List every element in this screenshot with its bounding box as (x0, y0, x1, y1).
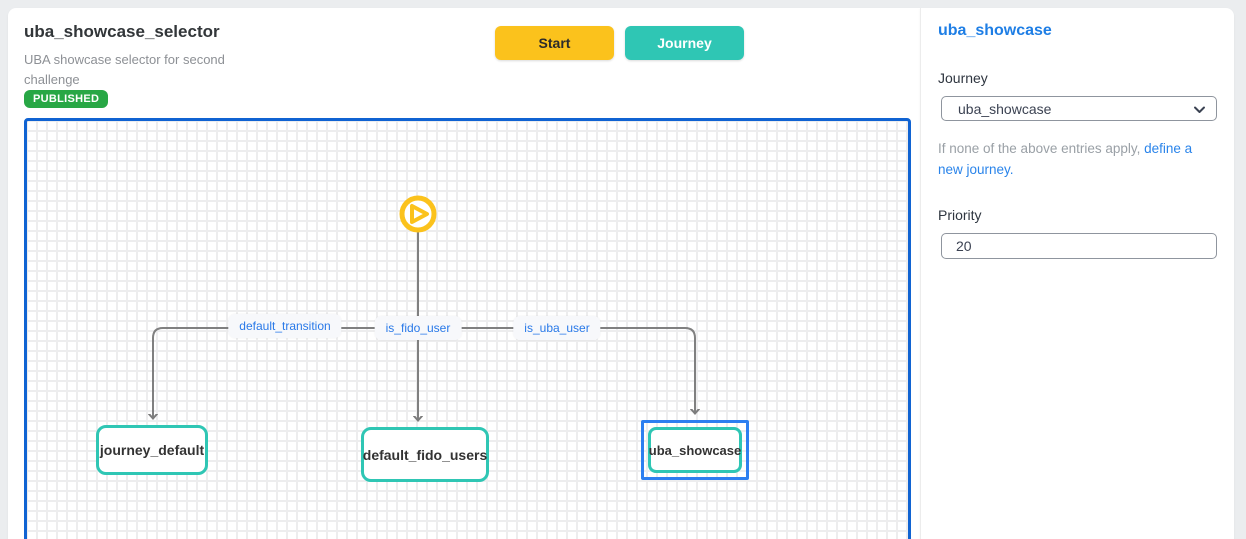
journey-help-text: If none of the above entries apply, defi… (938, 138, 1218, 180)
flow-canvas[interactable]: default_transition is_fido_user is_uba_u… (24, 118, 911, 539)
published-badge: PUBLISHED (24, 90, 109, 108)
chevron-down-icon (1193, 103, 1206, 119)
node-selection-box[interactable]: uba_showcase (641, 420, 749, 480)
journey-button[interactable]: Journey (625, 26, 744, 60)
edge-label-default-transition[interactable]: default_transition (228, 314, 342, 338)
node-journey-default[interactable]: journey_default (96, 425, 208, 475)
priority-input[interactable] (941, 233, 1217, 259)
journey-select[interactable]: uba_showcase (941, 96, 1217, 121)
details-panel: uba_showcase Journey uba_showcase If non… (920, 8, 1234, 539)
page-subtitle: UBA showcase selector for second challen… (24, 52, 225, 87)
panel-title: uba_showcase (938, 22, 1052, 39)
start-play-icon (399, 195, 437, 233)
define-new-journey-link[interactable]: define a new journey. (938, 141, 1193, 177)
node-uba-showcase[interactable]: uba_showcase (648, 427, 742, 473)
journey-field-label: Journey (938, 70, 988, 86)
priority-field-label: Priority (938, 207, 982, 223)
flow-edges (27, 195, 908, 539)
start-button[interactable]: Start (495, 26, 614, 60)
help-text-static: If none of the above entries apply, (938, 141, 1145, 156)
journey-select-value: uba_showcase (958, 100, 1052, 117)
edge-label-is-uba-user[interactable]: is_uba_user (513, 316, 601, 340)
node-default-fido-users[interactable]: default_fido_users (361, 427, 489, 482)
selector-card: uba_showcase_selector UBA showcase selec… (8, 8, 920, 539)
page-title: uba_showcase_selector (24, 22, 220, 41)
edge-label-is-fido-user[interactable]: is_fido_user (374, 316, 462, 340)
